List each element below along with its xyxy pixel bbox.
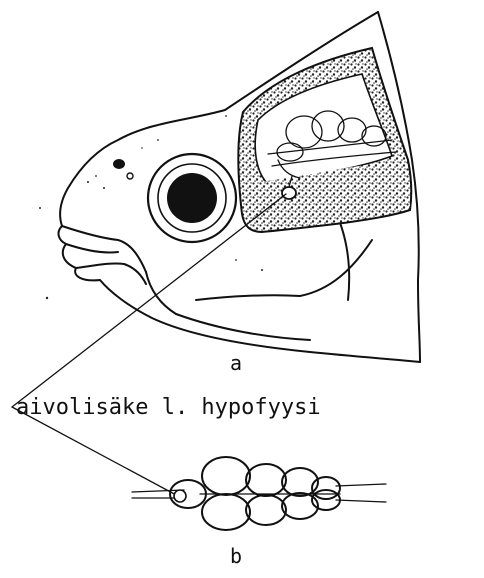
throat-line xyxy=(176,314,310,340)
operculum-line xyxy=(196,240,372,300)
mouth-curve xyxy=(146,272,176,314)
brain-dorsal-figure xyxy=(132,457,386,530)
fish-head-figure xyxy=(39,12,420,362)
lip-line xyxy=(66,244,118,253)
eye-icon xyxy=(148,154,236,242)
pointer-lines xyxy=(12,194,286,496)
label-a: a xyxy=(230,351,242,375)
nostril-secondary xyxy=(127,173,133,179)
label-b: b xyxy=(230,544,242,568)
pituitary-dorsal-icon xyxy=(174,490,186,502)
pituitary-icon xyxy=(282,187,296,199)
pituitary-annotation: aivolisäke l. hypofyysi xyxy=(16,395,321,420)
nostril-icon xyxy=(113,159,125,169)
